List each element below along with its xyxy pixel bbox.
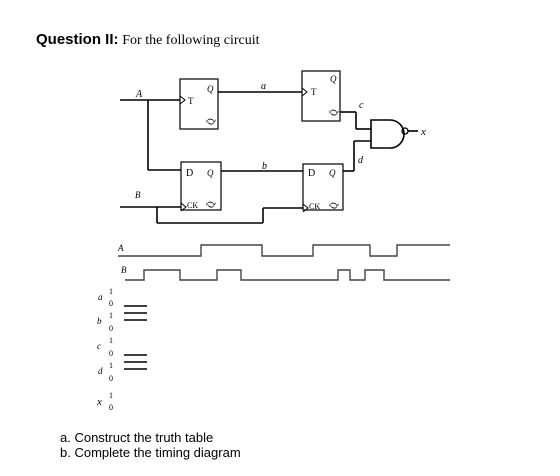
wire-label-b: b [262, 161, 267, 172]
task-timing-diagram: b. Complete the timing diagram [60, 445, 241, 460]
waveform-A [118, 244, 450, 257]
c-high-level: 1 [109, 336, 113, 345]
c-low-level: 0 [109, 349, 113, 358]
b-high-level: 1 [109, 311, 113, 320]
d2-q-pin: Q [329, 168, 336, 178]
timing-label-c: c [97, 341, 101, 351]
nand-gate [370, 119, 405, 149]
t1-q-pin: Q [207, 84, 214, 94]
wire-label-c: c [359, 100, 364, 111]
t2-t-pin: T [311, 87, 317, 97]
x-high-level: 1 [109, 391, 113, 400]
circuit-wires [120, 91, 418, 224]
waveform-B [125, 269, 450, 281]
d2-d-pin: D [308, 168, 315, 179]
d1-qbar-pin: Q̄ [206, 201, 216, 208]
timing-label-a: a [98, 292, 103, 302]
timing-label-A: A [117, 243, 124, 253]
timing-label-b: b [97, 316, 102, 326]
answer-marks [124, 305, 147, 370]
d-low-level: 0 [109, 374, 113, 383]
d-flipflop-1 [180, 161, 222, 211]
wire-label-a: a [261, 81, 266, 92]
d1-ck-pin: CK [187, 201, 198, 210]
input-label-a: A [135, 89, 143, 100]
a-high-level: 1 [109, 287, 113, 296]
task-truth-table: a. Construct the truth table [60, 430, 214, 445]
task-list: a. Construct the truth table b. Complete… [60, 430, 241, 460]
d2-qbar-pin: Q̄ [329, 202, 339, 209]
wire-label-d: d [358, 155, 364, 166]
d1-d-pin: D [186, 168, 193, 179]
x-low-level: 0 [109, 403, 113, 412]
input-label-b: B [135, 190, 141, 200]
timing-label-B: B [121, 265, 127, 275]
nand-bubble [401, 127, 409, 135]
timing-label-x: x [96, 396, 102, 408]
d-flipflop-2 [302, 163, 344, 211]
question-number: Question II: [36, 31, 119, 48]
timing-label-d: d [98, 366, 103, 376]
t1-qbar-pin: Q̄ [206, 118, 216, 125]
d2-clock-marker [302, 203, 309, 213]
t2-qbar-pin: Q̄ [329, 109, 339, 116]
t1-t-pin: T [188, 96, 194, 106]
a-low-level: 0 [109, 299, 113, 308]
d1-q-pin: Q [207, 168, 214, 178]
output-label-x: x [420, 126, 426, 138]
t2-clock-marker [301, 87, 308, 97]
d-high-level: 1 [109, 361, 113, 370]
t2-q-pin: Q [330, 74, 337, 84]
b-low-level: 0 [109, 324, 113, 333]
d2-ck-pin: CK [309, 202, 320, 211]
t1-clock-marker [179, 95, 186, 105]
question-prompt: For the following circuit [122, 33, 260, 48]
question-title: Question II: For the following circuit [36, 31, 260, 49]
d1-clock-marker [180, 202, 187, 212]
